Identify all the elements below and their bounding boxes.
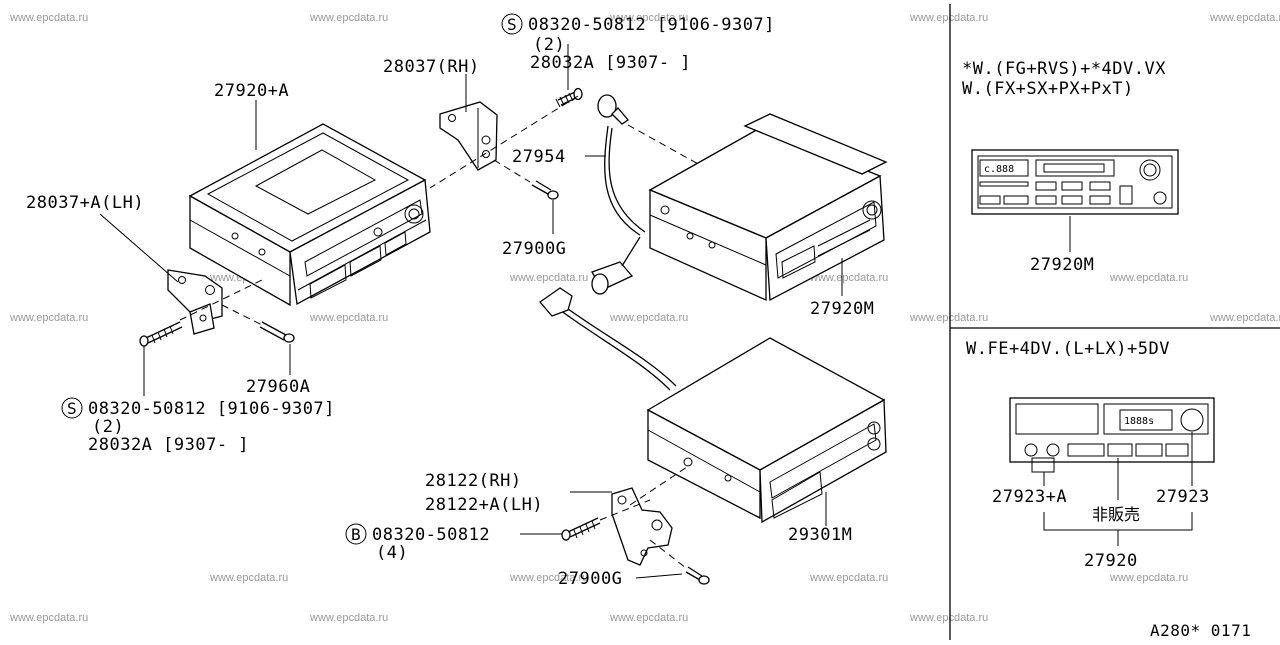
label-screw-27900g-top: 27900G [502,239,566,259]
label-screw-left-alt: 28032A [9307- ] [88,435,249,455]
bracket-28037-rh [439,101,498,171]
watermark: www.epcdata.ru [1209,312,1280,324]
screw-27900g-bot [685,566,710,585]
watermark: www.epcdata.ru [1109,572,1188,584]
label-bracket-lh: 28037+A(LH) [26,193,144,213]
watermark: www.epcdata.ru [309,12,388,24]
bracket-28122 [611,487,673,566]
bracket-28037a-lh [167,269,223,335]
screw-b [561,517,601,541]
marker-s-top [501,13,523,35]
watermark: www.epcdata.ru [509,572,588,584]
panel2-radio-face [1009,397,1215,463]
variant-panel-1: *W.(FG+RVS)+*4DV.VX W.(FX+SX+PX+PxT) c.8… [962,59,1179,275]
label-unit-29301m: 29301M [788,525,852,545]
label-bracket-28122-lh: 28122+A(LH) [425,495,543,515]
watermark: www.epcdata.ru [9,12,88,24]
watermark: www.epcdata.ru [9,612,88,624]
screw-top-upper [555,87,583,108]
marker-s-left [61,397,83,419]
radio-unit-27920m [648,113,888,302]
screw-left [139,321,183,347]
watermark: www.epcdata.ru [909,612,988,624]
variant-panel-2: W.FE+4DV.(L+LX)+5DV 1888s 27923+A 27923 … [966,339,1215,571]
panel2-note: 非販売 [1092,505,1140,524]
watermark: www.epcdata.ru [809,572,888,584]
diagram-code: A280* 0171 [1150,621,1251,640]
watermark: www.epcdata.ru [909,12,988,24]
label-screw-top-alt: 28032A [9307- ] [530,53,691,73]
label-cable-27954: 27954 [512,147,566,167]
watermarks: www.epcdata.ru www.epcdata.ru www.epcdat… [9,12,1280,624]
watermark: www.epcdata.ru [509,272,588,284]
radio-unit-27920a [188,123,431,307]
watermark: www.epcdata.ru [809,272,888,284]
cable-27954 [591,94,701,295]
watermark: www.epcdata.ru [1109,272,1188,284]
label-bracket-rh: 28037(RH) [383,57,480,77]
watermark: www.epcdata.ru [209,572,288,584]
cd-unit-29301m [539,287,887,524]
panel2-title: W.FE+4DV.(L+LX)+5DV [966,339,1170,359]
watermark: www.epcdata.ru [9,312,88,324]
watermark: www.epcdata.ru [609,312,688,324]
panel1-line2: W.(FX+SX+PX+PxT) [962,79,1134,99]
label-unit-27920m: 27920M [810,299,874,319]
label-screw-left-qty: (2) [92,417,124,437]
screw-27960a [259,321,295,343]
panel1-part: 27920M [1030,255,1094,275]
marker-b [345,523,367,545]
leader-lines [99,44,843,579]
watermark: www.epcdata.ru [909,312,988,324]
watermark: www.epcdata.ru [609,12,688,24]
screw-27900g-top [531,180,559,200]
label-screw-b-qty: (4) [376,543,408,563]
label-bracket-28122-rh: 28122(RH) [425,471,522,491]
label-screw-27900g-bot: 27900G [558,569,622,589]
panel2-part-a: 27923+A [992,487,1067,507]
panel2-display: 1888s [1124,416,1154,427]
marker-b-text: B [351,525,361,544]
marker-s-left-text: S [67,399,77,418]
watermark: www.epcdata.ru [609,612,688,624]
watermark: www.epcdata.ru [309,312,388,324]
panel2-part-b: 27923 [1156,487,1210,507]
label-screw-b-code: 08320-50812 [372,525,490,545]
watermark: www.epcdata.ru [1209,12,1280,24]
label-screw-27960a: 27960A [246,377,310,397]
label-screw-top-code: 08320-50812 [9106-9307] [528,15,775,35]
panel2-part-c: 27920 [1084,551,1138,571]
marker-s-top-text: S [507,15,517,34]
label-screw-top-qty: (2) [533,35,565,55]
watermark: www.epcdata.ru [309,612,388,624]
label-screw-left-code: 08320-50812 [9106-9307] [88,399,335,419]
panel1-line1: *W.(FG+RVS)+*4DV.VX [962,59,1166,79]
label-unit-27920a: 27920+A [214,81,289,101]
panel1-display: c.888 [984,164,1014,175]
